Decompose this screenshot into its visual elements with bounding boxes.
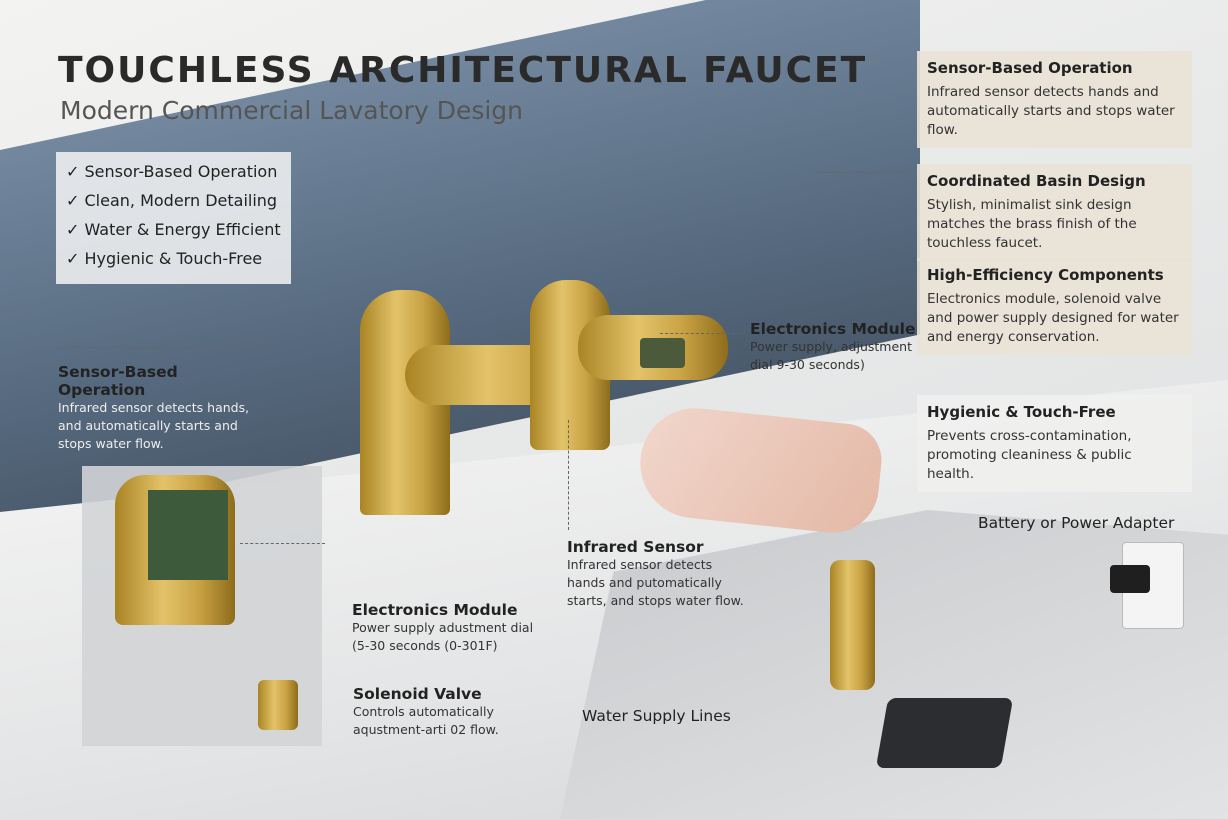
circuit-board-icon bbox=[148, 490, 228, 580]
solenoid-valve-small bbox=[258, 680, 298, 730]
check-icon: ✓ bbox=[66, 162, 85, 181]
checklist-item: ✓ Clean, Modern Detailing bbox=[66, 191, 278, 210]
leader-line bbox=[660, 333, 745, 334]
leader-line bbox=[568, 420, 569, 530]
checklist-item: ✓ Hygienic & Touch-Free bbox=[66, 249, 263, 268]
page-subtitle: Modern Commercial Lavatory Design bbox=[60, 96, 524, 125]
circuit-board-icon bbox=[640, 338, 685, 368]
check-icon: ✓ bbox=[66, 220, 85, 239]
leader-line bbox=[62, 347, 282, 348]
check-icon: ✓ bbox=[66, 191, 85, 210]
callout-water-supply-lines: Water Supply Lines bbox=[582, 707, 731, 725]
control-box bbox=[875, 698, 1014, 768]
valve-stem bbox=[830, 560, 875, 690]
check-icon: ✓ bbox=[66, 249, 85, 268]
leader-line bbox=[240, 543, 325, 544]
callout-battery-adapter: Battery or Power Adapter bbox=[978, 514, 1175, 532]
checklist-item: ✓ Sensor-Based Operation bbox=[66, 162, 278, 181]
checklist-item: ✓ Water & Energy Efficient bbox=[66, 220, 281, 239]
leader-line bbox=[815, 172, 910, 173]
feature-checklist: ✓ Sensor-Based Operation ✓ Clean, Modern… bbox=[56, 152, 291, 284]
power-adapter-plug bbox=[1110, 565, 1150, 593]
page-title: TOUCHLESS ARCHITECTURAL FAUCET bbox=[58, 50, 868, 91]
